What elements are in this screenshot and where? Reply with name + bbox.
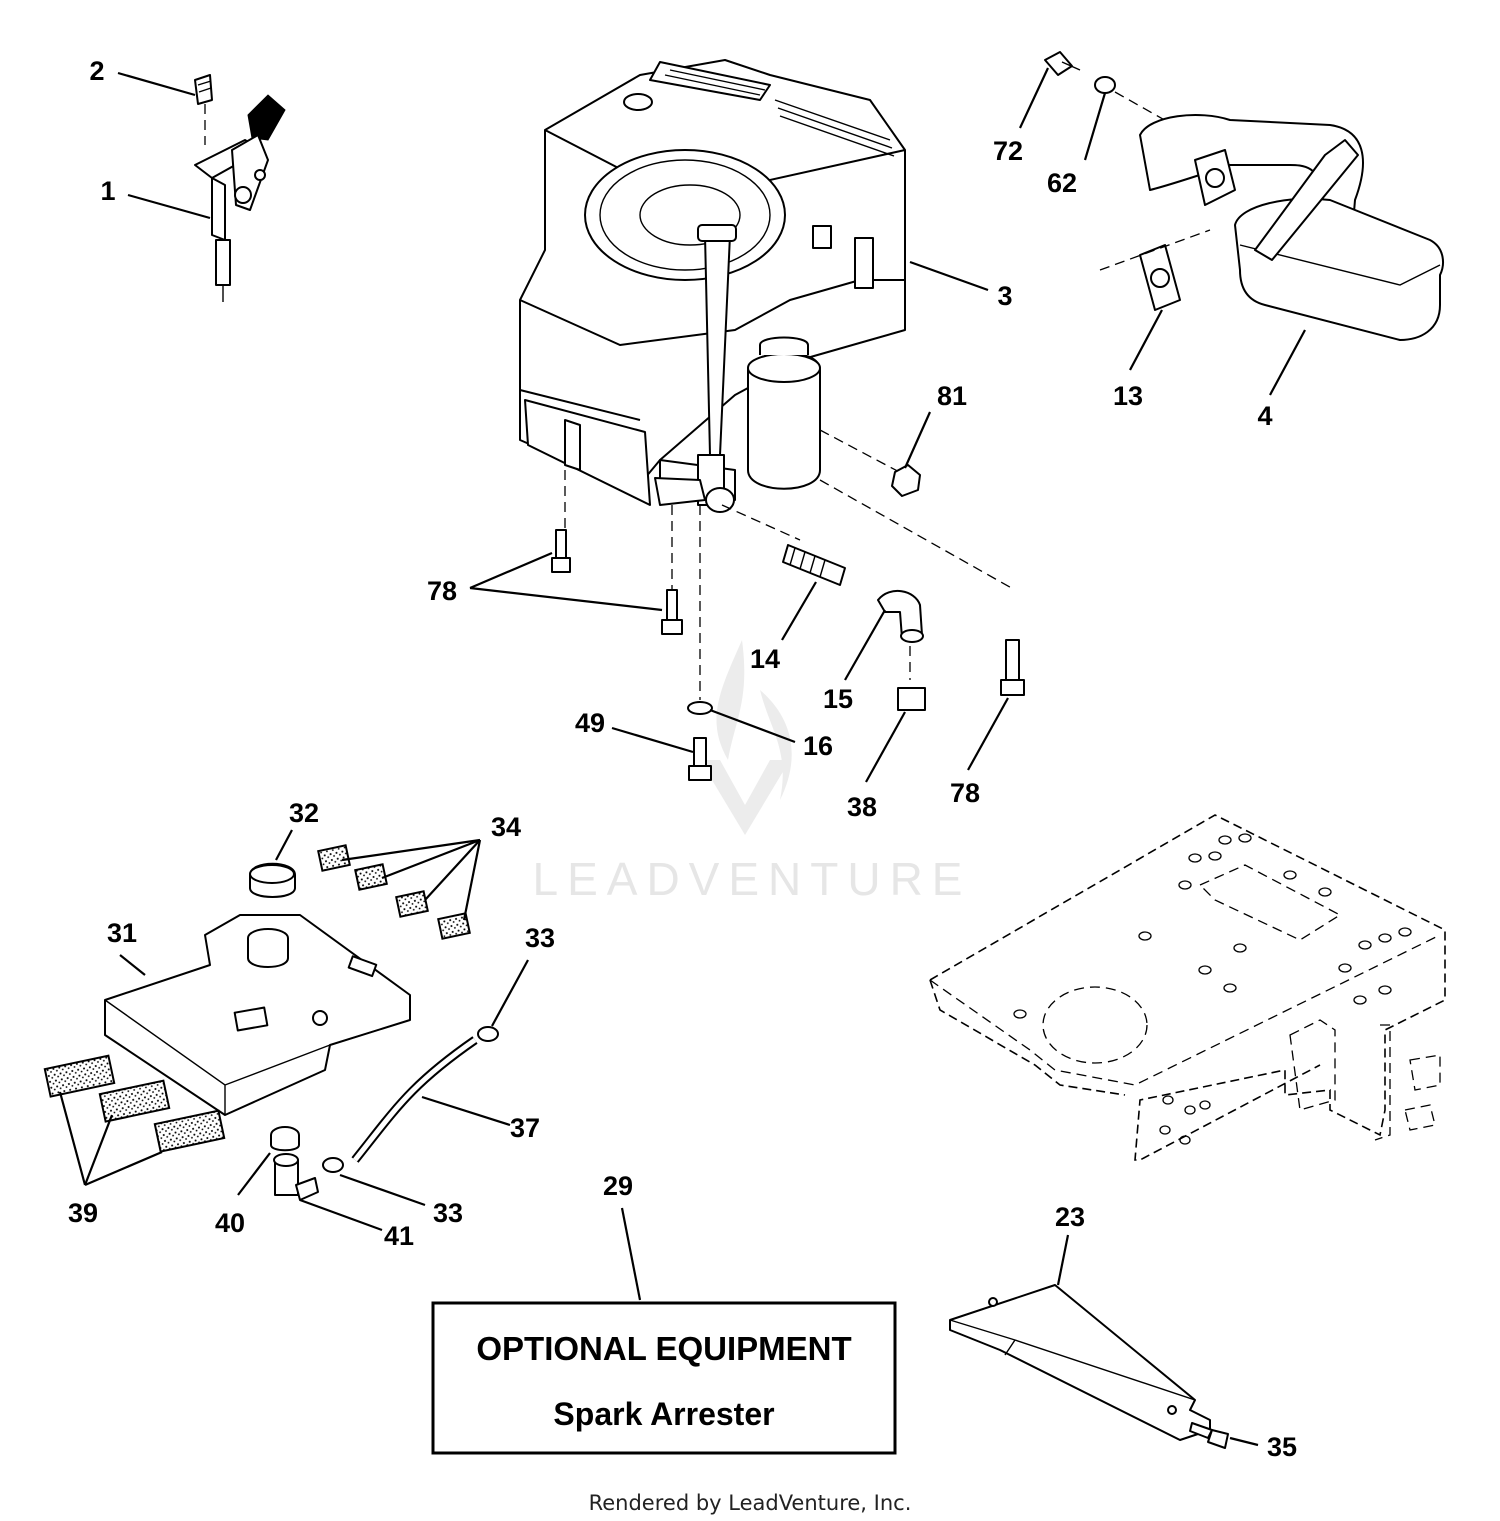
callout-62: 62 bbox=[1047, 168, 1077, 198]
chassis-frame-part bbox=[929, 814, 1446, 1161]
callout-35: 35 bbox=[1267, 1432, 1297, 1462]
callout-33-bottom: 33 bbox=[433, 1198, 463, 1228]
optional-equipment-box: OPTIONAL EQUIPMENT Spark Arrester bbox=[431, 1301, 897, 1455]
callout-72: 72 bbox=[993, 136, 1023, 166]
callout-3: 3 bbox=[997, 281, 1012, 311]
spark-arrester-part bbox=[949, 1284, 1229, 1449]
watermark-text: LEADVENTURE bbox=[533, 853, 972, 905]
callout-40: 40 bbox=[215, 1208, 245, 1238]
callout-31: 31 bbox=[107, 918, 137, 948]
callout-81: 81 bbox=[937, 381, 967, 411]
callout-labels: 2 1 3 4 13 62 72 81 78 14 15 49 16 38 78… bbox=[68, 56, 1297, 1462]
callout-23: 23 bbox=[1055, 1202, 1085, 1232]
optional-equipment-subtitle: Spark Arrester bbox=[553, 1396, 774, 1432]
callout-16: 16 bbox=[803, 731, 833, 761]
callout-14: 14 bbox=[750, 644, 780, 674]
callout-41: 41 bbox=[384, 1221, 414, 1251]
leader-lines bbox=[58, 67, 1306, 1447]
callout-49: 49 bbox=[575, 708, 605, 738]
callout-13: 13 bbox=[1113, 381, 1143, 411]
callout-33-top: 33 bbox=[525, 923, 555, 953]
callout-2: 2 bbox=[89, 56, 104, 86]
optional-equipment-title: OPTIONAL EQUIPMENT bbox=[476, 1330, 851, 1367]
callout-38: 38 bbox=[847, 792, 877, 822]
callout-78-left: 78 bbox=[427, 576, 457, 606]
callout-32: 32 bbox=[289, 798, 319, 828]
callout-34: 34 bbox=[491, 812, 521, 842]
callout-78-right: 78 bbox=[950, 778, 980, 808]
fuel-line-part bbox=[270, 1026, 499, 1201]
callout-37: 37 bbox=[510, 1113, 540, 1143]
callout-1: 1 bbox=[100, 176, 115, 206]
render-credit: Rendered by LeadVenture, Inc. bbox=[589, 1491, 912, 1515]
callout-29: 29 bbox=[603, 1171, 633, 1201]
fasteners-part bbox=[551, 429, 1025, 781]
callout-4: 4 bbox=[1257, 401, 1272, 431]
engine-part bbox=[519, 59, 906, 513]
fuel-tank-part bbox=[43, 844, 471, 1153]
callout-15: 15 bbox=[823, 684, 853, 714]
watermark: LEADVENTURE bbox=[533, 640, 972, 905]
muffler-part bbox=[1044, 51, 1444, 341]
throttle-control-part bbox=[194, 74, 286, 302]
callout-39: 39 bbox=[68, 1198, 98, 1228]
